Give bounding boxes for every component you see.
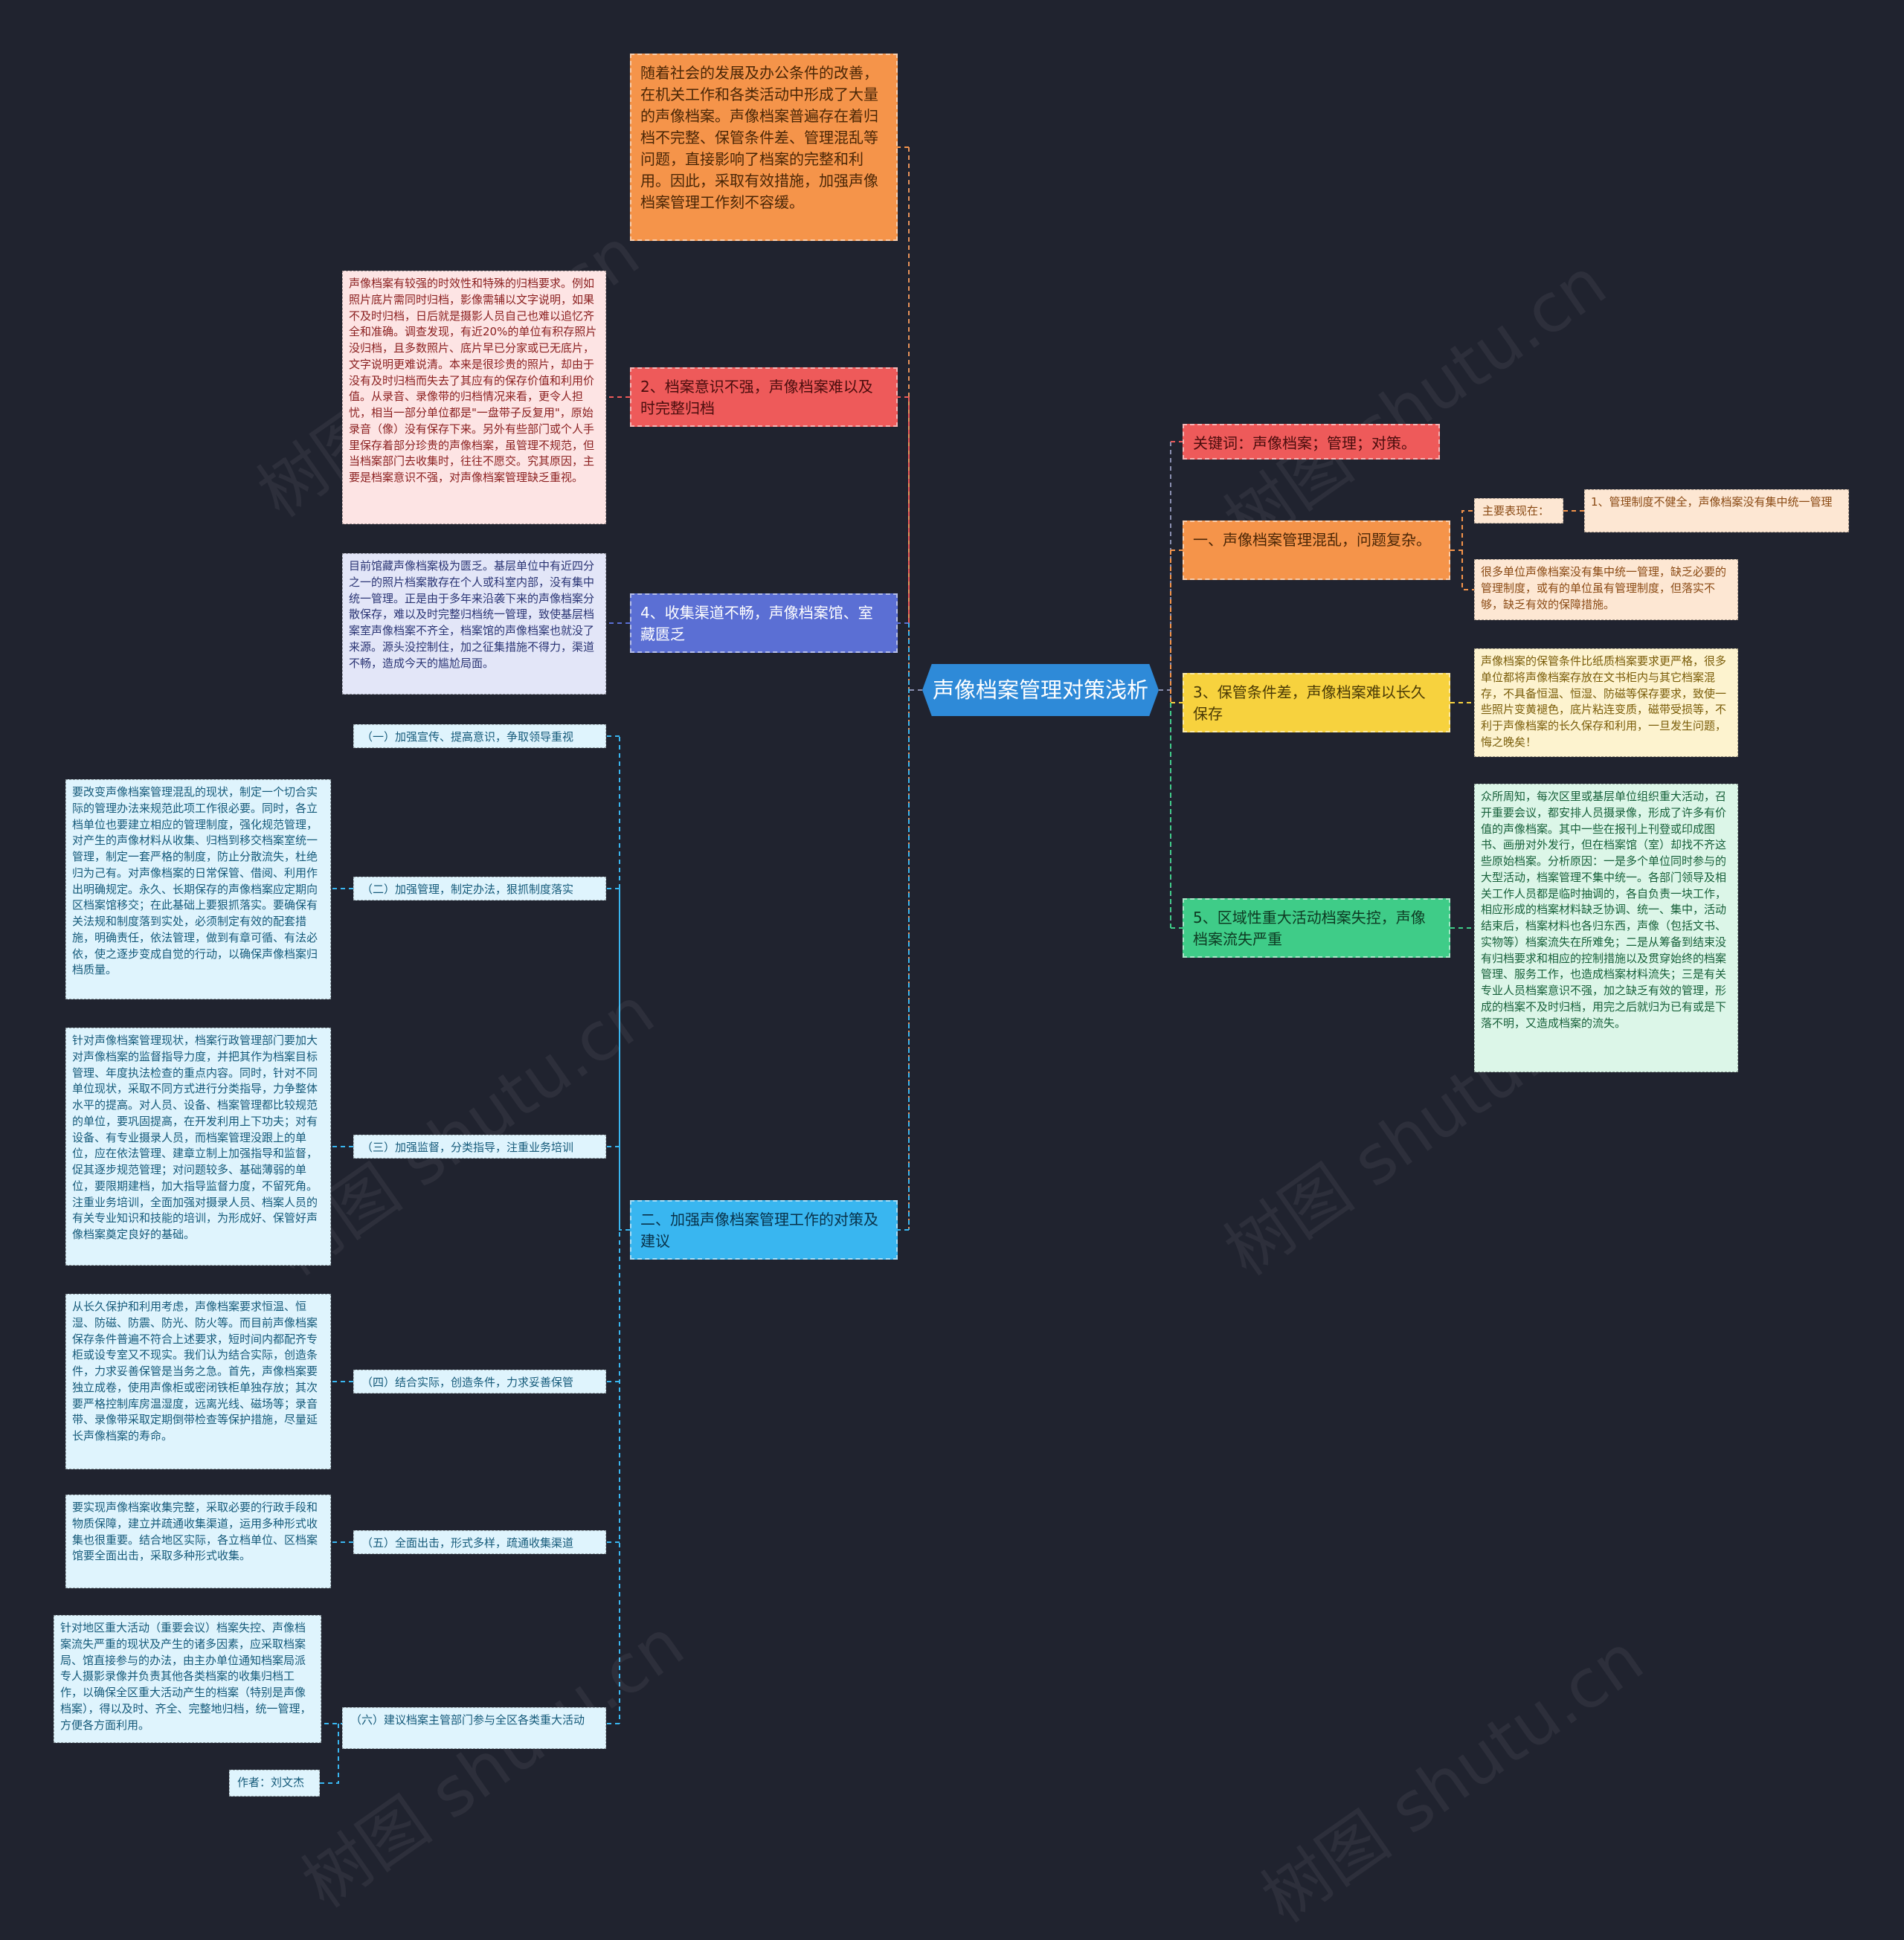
- strategy-item-6-detail[interactable]: 针对地区重大活动（重要会议）档案失控、声像档案流失严重的现状及产生的诸多因素，应…: [54, 1615, 321, 1743]
- root-title: 声像档案管理对策浅析: [932, 677, 1148, 703]
- strategy-item-1[interactable]: （一）加强宣传、提高意识，争取领导重视: [353, 724, 606, 748]
- branch-4-node[interactable]: 4、收集渠道不畅，声像档案馆、室藏匮乏: [630, 593, 898, 653]
- keywords-node[interactable]: 关键词：声像档案；管理；对策。: [1183, 424, 1440, 460]
- strategy-item-4[interactable]: （四）结合实际，创造条件，力求妥善保管: [353, 1370, 606, 1393]
- strategy-item-6-label: （六）建议档案主管部门参与全区各类重大活动: [350, 1713, 585, 1727]
- strategy-node[interactable]: 二、加强声像档案管理工作的对策及建议: [630, 1200, 898, 1260]
- branch-2-label: 2、档案意识不强，声像档案难以及时完整归档: [640, 378, 873, 417]
- strategy-item-4-detail-text: 从长久保护和利用考虑，声像档案要求恒温、恒湿、防磁、防震、防光、防火等。而目前声…: [72, 1300, 318, 1443]
- branch-1-sub-label[interactable]: 主要表现在：: [1474, 498, 1563, 523]
- branch-2-node[interactable]: 2、档案意识不强，声像档案难以及时完整归档: [630, 367, 898, 427]
- strategy-item-6[interactable]: （六）建议档案主管部门参与全区各类重大活动: [342, 1707, 606, 1749]
- branch-1-sub-label-text: 主要表现在：: [1482, 504, 1550, 518]
- branch-1-detail[interactable]: 很多单位声像档案没有集中统一管理，缺乏必要的管理制度，或有的单位虽有管理制度，但…: [1474, 559, 1738, 620]
- branch-2-detail[interactable]: 声像档案有较强的时效性和特殊的归档要求。例如照片底片需同时归档，影像需辅以文字说…: [342, 271, 606, 524]
- strategy-item-4-detail[interactable]: 从长久保护和利用考虑，声像档案要求恒温、恒湿、防磁、防震、防光、防火等。而目前声…: [65, 1294, 331, 1469]
- branch-4-detail-text: 目前馆藏声像档案极为匮乏。基层单位中有近四分之一的照片档案散存在个人或科室内部，…: [349, 559, 595, 670]
- author-node[interactable]: 作者：刘文杰: [229, 1770, 320, 1796]
- strategy-item-2-label: （二）加强管理，制定办法，狠抓制度落实: [361, 883, 574, 896]
- strategy-item-5-detail[interactable]: 要实现声像档案收集完整，采取必要的行政手段和物质保障，建立并疏通收集渠道，运用多…: [65, 1495, 331, 1588]
- connector-lines: [320, 146, 1584, 1784]
- branch-4-detail[interactable]: 目前馆藏声像档案极为匮乏。基层单位中有近四分之一的照片档案散存在个人或科室内部，…: [342, 553, 606, 695]
- strategy-item-2-detail-text: 要改变声像档案管理混乱的现状，制定一个切合实际的管理办法来规范此项工作很必要。同…: [72, 785, 318, 977]
- branch-3-detail[interactable]: 声像档案的保管条件比纸质档案要求更严格，很多单位都将声像档案存放在文书柜内与其它…: [1474, 648, 1738, 757]
- root-topic[interactable]: 声像档案管理对策浅析: [922, 664, 1159, 716]
- branch-3-detail-text: 声像档案的保管条件比纸质档案要求更严格，很多单位都将声像档案存放在文书柜内与其它…: [1481, 654, 1727, 749]
- strategy-label: 二、加强声像档案管理工作的对策及建议: [640, 1211, 878, 1250]
- branch-1-label: 一、声像档案管理混乱，问题复杂。: [1193, 531, 1431, 549]
- intro-text: 随着社会的发展及办公条件的改善，在机关工作和各类活动中形成了大量的声像档案。声像…: [640, 64, 878, 211]
- strategy-item-3-label: （三）加强监督，分类指导，注重业务培训: [361, 1141, 574, 1154]
- intro-node[interactable]: 随着社会的发展及办公条件的改善，在机关工作和各类活动中形成了大量的声像档案。声像…: [630, 54, 898, 241]
- author-text: 作者：刘文杰: [237, 1776, 305, 1789]
- branch-3-label: 3、保管条件差，声像档案难以长久保存: [1193, 683, 1426, 723]
- strategy-item-5-label: （五）全面出击，形式多样，疏通收集渠道: [361, 1536, 574, 1550]
- strategy-item-2[interactable]: （二）加强管理，制定办法，狠抓制度落实: [353, 877, 606, 900]
- strategy-item-5[interactable]: （五）全面出击，形式多样，疏通收集渠道: [353, 1530, 606, 1554]
- strategy-item-3-detail-text: 针对声像档案管理现状，档案行政管理部门要加大对声像档案的监督指导力度，并把其作为…: [72, 1034, 318, 1241]
- branch-1-node[interactable]: 一、声像档案管理混乱，问题复杂。: [1183, 521, 1450, 580]
- strategy-item-6-detail-text: 针对地区重大活动（重要会议）档案失控、声像档案流失严重的现状及产生的诸多因素，应…: [60, 1621, 312, 1732]
- branch-5-label: 5、区域性重大活动档案失控，声像档案流失严重: [1193, 909, 1426, 948]
- strategy-item-3-detail[interactable]: 针对声像档案管理现状，档案行政管理部门要加大对声像档案的监督指导力度，并把其作为…: [65, 1028, 331, 1266]
- branch-5-detail-text: 众所周知，每次区里或基层单位组织重大活动，召开重要会议，都安排人员摄录像，形成了…: [1481, 790, 1727, 1030]
- branch-3-node[interactable]: 3、保管条件差，声像档案难以长久保存: [1183, 673, 1450, 732]
- branch-5-detail[interactable]: 众所周知，每次区里或基层单位组织重大活动，召开重要会议，都安排人员摄录像，形成了…: [1474, 784, 1738, 1072]
- strategy-item-2-detail[interactable]: 要改变声像档案管理混乱的现状，制定一个切合实际的管理办法来规范此项工作很必要。同…: [65, 779, 331, 999]
- branch-1-sub-item[interactable]: 1、管理制度不健全，声像档案没有集中统一管理: [1584, 489, 1849, 532]
- strategy-item-5-detail-text: 要实现声像档案收集完整，采取必要的行政手段和物质保障，建立并疏通收集渠道，运用多…: [72, 1501, 318, 1563]
- branch-1-sub-item-text: 1、管理制度不健全，声像档案没有集中统一管理: [1591, 495, 1833, 509]
- strategy-item-3[interactable]: （三）加强监督，分类指导，注重业务培训: [353, 1135, 606, 1158]
- branch-1-detail-text: 很多单位声像档案没有集中统一管理，缺乏必要的管理制度，或有的单位虽有管理制度，但…: [1481, 565, 1727, 611]
- keywords-text: 关键词：声像档案；管理；对策。: [1193, 434, 1416, 452]
- branch-5-node[interactable]: 5、区域性重大活动档案失控，声像档案流失严重: [1183, 898, 1450, 958]
- branch-4-label: 4、收集渠道不畅，声像档案馆、室藏匮乏: [640, 604, 873, 643]
- branch-2-detail-text: 声像档案有较强的时效性和特殊的归档要求。例如照片底片需同时归档，影像需辅以文字说…: [349, 277, 597, 484]
- strategy-item-4-label: （四）结合实际，创造条件，力求妥善保管: [361, 1376, 574, 1389]
- strategy-item-1-label: （一）加强宣传、提高意识，争取领导重视: [361, 730, 574, 744]
